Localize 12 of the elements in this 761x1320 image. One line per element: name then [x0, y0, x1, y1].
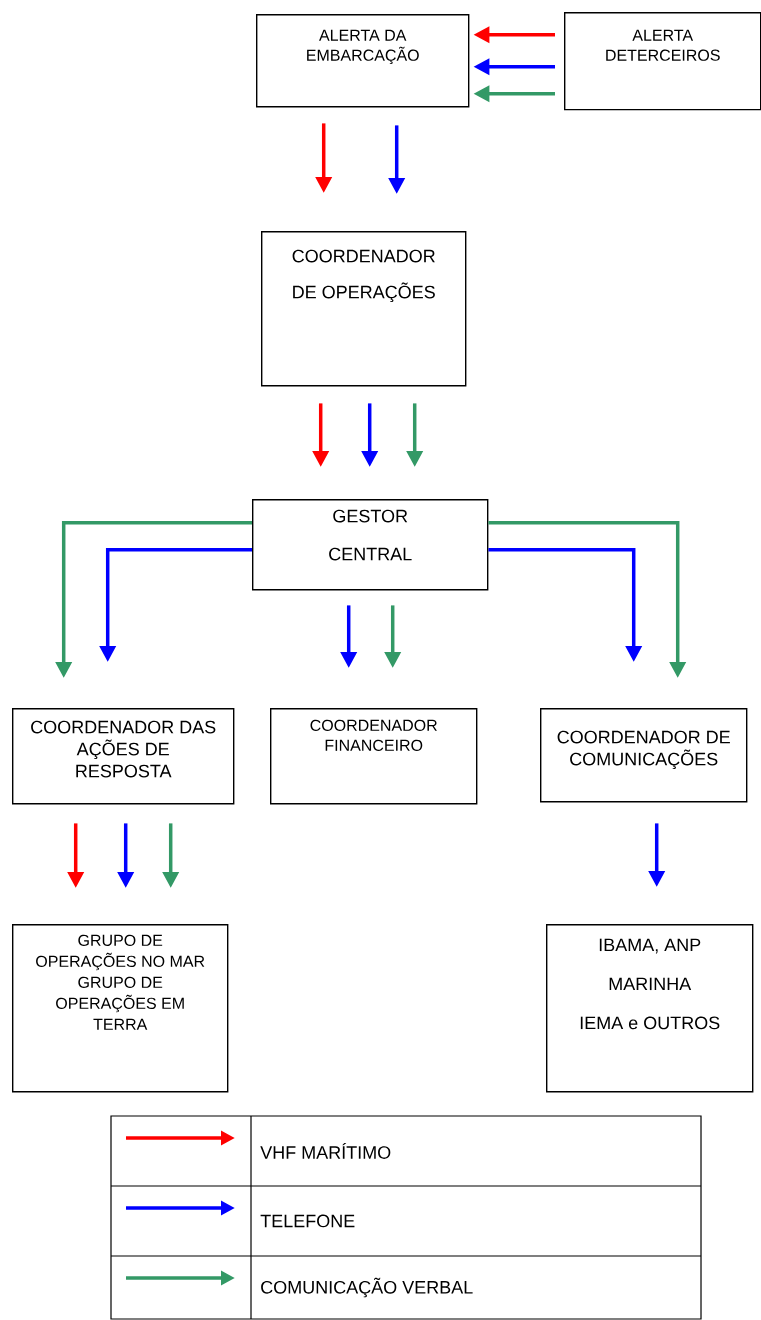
process-box: COORDENADOR DAS AÇÕES DE RESPOSTA	[12, 708, 235, 805]
process-box: COORDENADOR FINANCEIRO	[270, 708, 478, 805]
legend-label: TELEFONE	[260, 1214, 355, 1228]
legend-label: COMUNICAÇÃO VERBAL	[261, 1277, 473, 1298]
process-box: COORDENADOR DE COMUNICAÇÕES	[540, 708, 748, 803]
process-box: ALERTA DA EMBARCAÇÃO	[256, 14, 470, 108]
legend-label: VHF MARÍTIMO	[260, 1143, 391, 1159]
process-box: ALERTA DETERCEIROS	[564, 12, 761, 111]
process-box: IBAMA, ANP MARINHA IEMA e OUTROS	[546, 924, 754, 1093]
process-box: GRUPO DE OPERAÇÕES NO MAR GRUPO DE OPERAÇÕES EM TERRA	[12, 924, 229, 1093]
process-box: COORDENADOR DE OPERAÇÕES	[261, 231, 467, 387]
process-box: GESTOR CENTRAL	[252, 499, 489, 591]
